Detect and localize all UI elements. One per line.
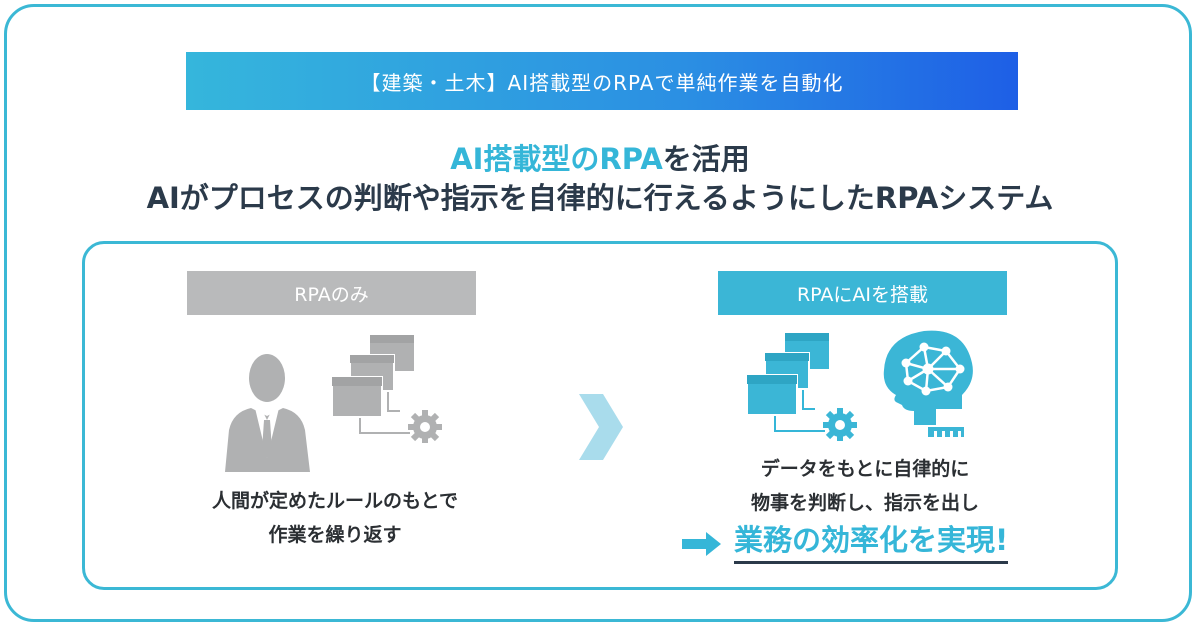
- chevron-right-icon: [575, 392, 625, 462]
- rpa-only-desc-line-1: 人間が定めたルールのもとで: [211, 490, 459, 512]
- rpa-with-ai-label: RPAにAIを搭載: [796, 283, 929, 306]
- result-line: 業務の効率化を実現!: [682, 523, 1009, 564]
- rpa-only-description: 人間が定めたルールのもとで 作業を繰り返す: [120, 484, 550, 552]
- outer-frame: [4, 4, 1192, 622]
- title-banner: 【建築・土木】AI搭載型のRPAで単純作業を自動化: [186, 52, 1018, 110]
- windows-gear-blue-icon: [745, 331, 860, 442]
- rpa-only-desc-line-2: 作業を繰り返す: [268, 524, 402, 546]
- headline-line-2: AIがプロセスの判断や指示を自律的に行えるようにしたRPAシステム: [146, 181, 1054, 215]
- headline-rest: を活用: [662, 142, 750, 176]
- windows-gear-icon: [330, 333, 445, 444]
- banner-text: 【建築・土木】AI搭載型のRPAで単純作業を自動化: [360, 70, 844, 95]
- rpa-with-ai-desc-line-2: 物事を判断し、指示を出し: [750, 492, 979, 514]
- comparison-panel: [82, 241, 1118, 590]
- rpa-with-ai-description: データをもとに自律的に 物事を判断し、指示を出し: [650, 452, 1080, 520]
- headline-line-1: AI搭載型のRPAを活用: [0, 141, 1200, 177]
- rpa-with-ai-tag: RPAにAIを搭載: [718, 271, 1007, 315]
- rpa-with-ai-desc-line-1: データをもとに自律的に: [760, 458, 970, 480]
- arrow-right-icon: [682, 531, 721, 556]
- rpa-only-label: RPAのみ: [294, 283, 369, 306]
- ai-brain-head-icon: [876, 325, 986, 440]
- businessman-icon: [215, 350, 320, 475]
- headline-accent: AI搭載型のRPA: [450, 142, 663, 176]
- rpa-only-tag: RPAのみ: [187, 271, 476, 315]
- result-text: 業務の効率化を実現!: [734, 523, 1009, 564]
